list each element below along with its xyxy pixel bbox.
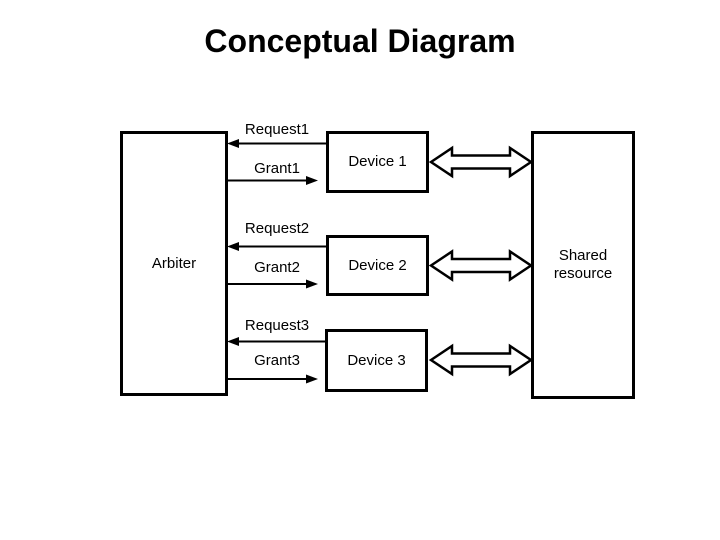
device3-label: Device 3 [347, 351, 406, 369]
request1-label: Request1 [244, 121, 310, 138]
arbiter-box: Arbiter [120, 131, 228, 396]
request3-arrow [227, 337, 325, 346]
grant3-arrow [228, 374, 318, 384]
arbiter-label: Arbiter [151, 254, 197, 272]
device2-box: Device 2 [326, 235, 429, 296]
shared-resource-label: Shared resource [553, 247, 613, 282]
device2-bus-double-arrow-icon [428, 249, 534, 282]
grant3-label: Grant3 [254, 352, 300, 369]
device3-box: Device 3 [325, 329, 428, 392]
request1-arrow [227, 139, 326, 148]
request2-arrow [227, 242, 326, 251]
device1-label: Device 1 [348, 153, 407, 170]
grant1-arrow [228, 176, 318, 185]
device2-label: Device 2 [348, 256, 407, 274]
shared-resource-box: Shared resource [531, 131, 635, 399]
grant2-label: Grant2 [254, 259, 300, 276]
device1-box: Device 1 [326, 131, 429, 193]
device1-bus-double-arrow-icon [428, 145, 534, 179]
grant1-label: Grant1 [254, 160, 300, 177]
slide-title: Conceptual Diagram [204, 23, 516, 59]
device3-bus-double-arrow-icon [428, 343, 534, 377]
request3-label: Request3 [244, 317, 310, 334]
grant2-arrow [228, 279, 318, 289]
request2-label: Request2 [244, 220, 310, 237]
